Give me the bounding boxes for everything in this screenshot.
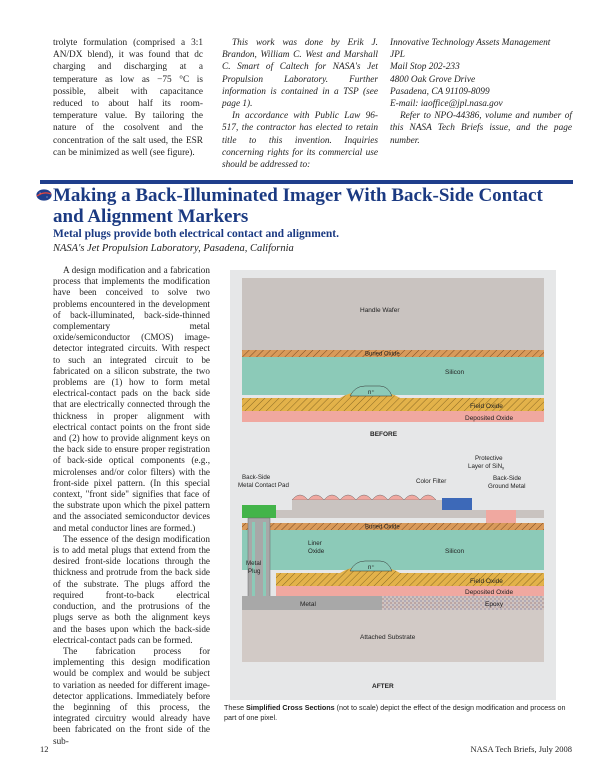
label-attached-substrate: Attached Substrate bbox=[360, 634, 416, 641]
label-field-oxide-before: Field Oxide bbox=[470, 403, 503, 410]
top-column-right: Innovative Technology Assets Management … bbox=[390, 37, 572, 147]
address-line-4: 4800 Oak Grove Drive bbox=[390, 74, 476, 85]
deposited-oxide-layer bbox=[242, 411, 544, 422]
acknowledgment-paragraph: This work was done by Erik J. Brandon, W… bbox=[222, 38, 378, 110]
buried-oxide-layer bbox=[242, 350, 544, 357]
color-filter-layer bbox=[292, 500, 442, 510]
label-handle-wafer: Handle Wafer bbox=[360, 307, 400, 314]
label-silicon-before: Silicon bbox=[445, 369, 465, 376]
field-oxide-layer bbox=[242, 392, 544, 411]
label-color-filter: Color Filter bbox=[416, 478, 446, 485]
deposited-oxide-layer-after bbox=[276, 586, 544, 596]
public-law-paragraph: In accordance with Public Law 96-517, th… bbox=[222, 111, 378, 171]
top-column-left-paragraph: trolyte formulation (comprised a 3:1 AN/… bbox=[53, 38, 203, 158]
address-line-1: Innovative Technology Assets Management bbox=[390, 38, 551, 48]
label-protective-2: Layer of SiNx bbox=[468, 463, 505, 471]
caption-lead: These bbox=[224, 703, 246, 712]
liner-oxide-left bbox=[252, 522, 255, 606]
label-ground-metal-1: Back-Side bbox=[493, 475, 522, 482]
before-label: BEFORE bbox=[370, 431, 398, 438]
top-column-middle: This work was done by Erik J. Brandon, W… bbox=[222, 37, 378, 171]
section-rule bbox=[40, 180, 573, 184]
label-metal-plug-1: Metal bbox=[246, 560, 261, 567]
page-number: 12 bbox=[40, 744, 49, 754]
n-plus-region-after bbox=[349, 560, 393, 572]
buried-oxide-layer-after bbox=[242, 523, 544, 530]
label-deposited-oxide-after: Deposited Oxide bbox=[465, 589, 513, 596]
address-line-2: JPL bbox=[390, 50, 405, 61]
label-ground-metal-2: Ground Metal bbox=[488, 483, 526, 490]
silicon-layer bbox=[242, 357, 544, 395]
email-line: E-mail: iaoffice@jpl.nasa.gov bbox=[390, 99, 503, 110]
after-label: AFTER bbox=[372, 683, 394, 690]
after-cross-section: Back-Side Metal Contact Pad Color Filter… bbox=[238, 455, 544, 690]
nasa-logo-icon bbox=[36, 189, 52, 201]
silicon-layer-after bbox=[242, 530, 544, 570]
epoxy-layer bbox=[382, 596, 544, 610]
cross-section-figure: Handle Wafer Buried Oxide Silicon n⁺ Fie… bbox=[230, 270, 556, 700]
microlens-array bbox=[291, 494, 437, 501]
liner-oxide-right bbox=[263, 522, 266, 606]
article-title: Making a Back-Illuminated Imager With Ba… bbox=[53, 185, 543, 227]
body-paragraph-2: The essence of the design modification i… bbox=[53, 533, 210, 645]
label-metal: Metal bbox=[300, 601, 316, 608]
label-protective-1: Protective bbox=[475, 455, 503, 462]
protective-sinx-layer bbox=[242, 510, 544, 518]
label-field-oxide-after: Field Oxide bbox=[470, 578, 503, 585]
label-n-plus-before: n⁺ bbox=[368, 389, 375, 396]
label-silicon-after: Silicon bbox=[445, 548, 465, 555]
field-oxide-layer-after bbox=[276, 567, 544, 586]
label-n-plus-after: n⁺ bbox=[368, 564, 375, 571]
article-affiliation: NASA's Jet Propulsion Laboratory, Pasade… bbox=[53, 243, 294, 254]
n-plus-region bbox=[349, 385, 393, 397]
attached-substrate-layer bbox=[242, 610, 544, 662]
metal-layer bbox=[242, 596, 382, 610]
address-line-5: Pasadena, CA 91109-8099 bbox=[390, 86, 490, 97]
label-epoxy: Epoxy bbox=[485, 601, 504, 608]
handle-wafer-layer bbox=[242, 278, 544, 350]
label-contact-pad-2: Metal Contact Pad bbox=[238, 482, 289, 489]
journal-footer: NASA Tech Briefs, July 2008 bbox=[470, 744, 572, 754]
top-column-left: trolyte formulation (comprised a 3:1 AN/… bbox=[53, 37, 203, 159]
reference-paragraph: Refer to NPO-44386, volume and number of… bbox=[390, 111, 572, 146]
label-buried-oxide-after: Buried Oxide bbox=[365, 525, 400, 531]
body-paragraph-1: A design modification and a fabrication … bbox=[53, 265, 210, 533]
article-body: A design modification and a fabrication … bbox=[53, 265, 210, 747]
body-paragraph-3: The fabrication process for implementing… bbox=[53, 645, 210, 746]
back-side-ground-metal bbox=[442, 498, 472, 510]
label-buried-oxide-before: Buried Oxide bbox=[365, 352, 400, 358]
label-deposited-oxide-before: Deposited Oxide bbox=[465, 415, 513, 422]
figure-caption: These Simplified Cross Sections (not to … bbox=[224, 703, 569, 722]
ground-metal-pad bbox=[486, 510, 516, 523]
caption-bold: Simplified Cross Sections bbox=[245, 703, 335, 712]
label-contact-pad-1: Back-Side bbox=[242, 474, 271, 481]
article-subtitle: Metal plugs provide both electrical cont… bbox=[53, 228, 339, 240]
caption-rest: (not to scale) depict the effect of the … bbox=[224, 703, 566, 722]
back-side-metal-contact-pad bbox=[242, 505, 276, 518]
label-metal-plug-2: Plug bbox=[248, 568, 261, 575]
label-liner-2: Oxide bbox=[308, 548, 325, 555]
address-line-3: Mail Stop 202-233 bbox=[390, 62, 460, 73]
before-cross-section: Handle Wafer Buried Oxide Silicon n⁺ Fie… bbox=[242, 278, 544, 438]
label-liner-1: Liner bbox=[308, 540, 322, 547]
